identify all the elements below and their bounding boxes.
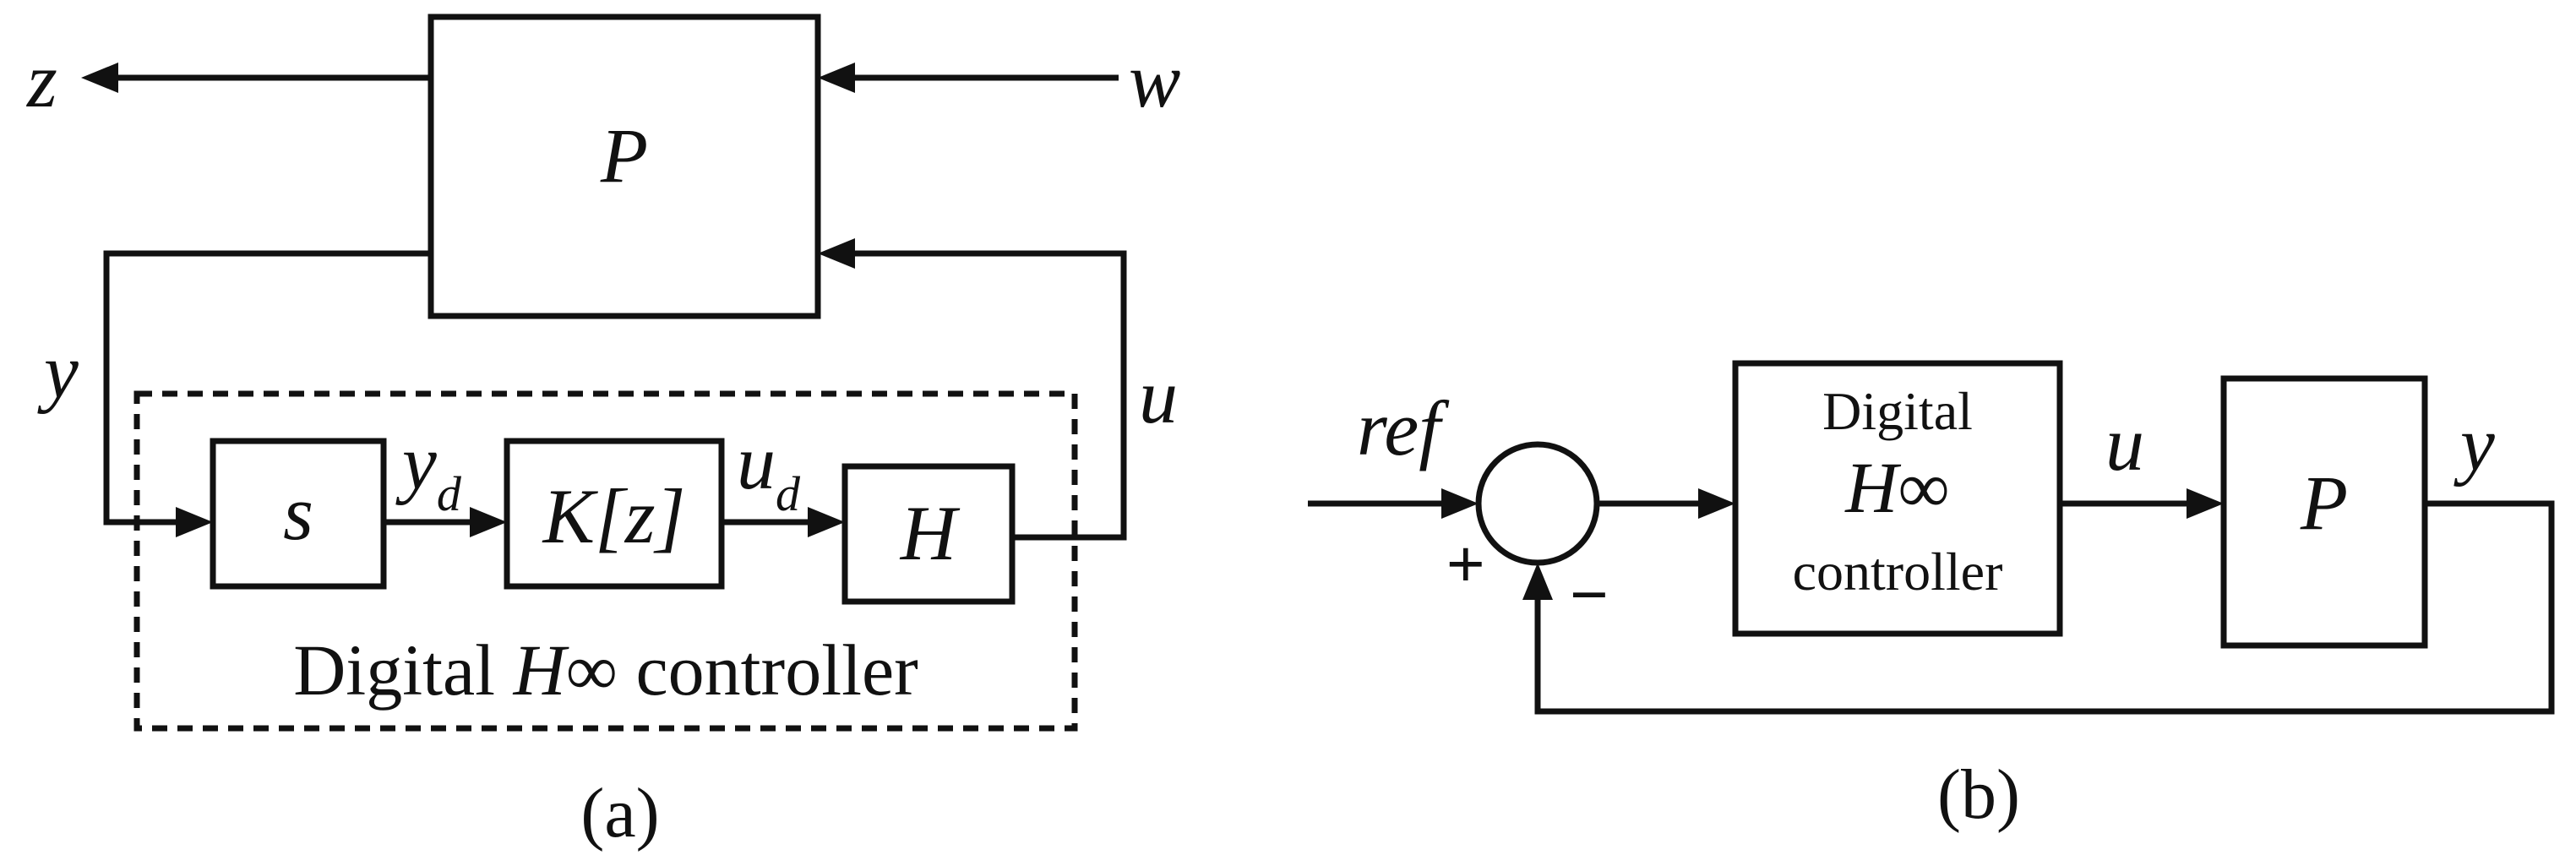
discrete-controller-block [504, 438, 725, 590]
y-signal-label-b: y [2453, 400, 2495, 487]
feedback-path [1534, 500, 2555, 715]
group-label-inf: ∞ [566, 629, 618, 711]
plant-block-a [428, 14, 821, 319]
diagram-a: P z w y u s yd K[z] ud H [25, 14, 1180, 852]
u-signal-arrowhead [818, 238, 855, 269]
digital-controller-block-b [1732, 360, 2063, 637]
ref-input-arrowhead [1441, 488, 1479, 519]
yd-signal-arrowhead [470, 507, 507, 537]
plus-sign: + [1446, 526, 1485, 601]
group-label-suffix: controller [618, 629, 918, 711]
plant-label-a: P [600, 112, 648, 199]
controller-inf: ∞ [1898, 447, 1949, 528]
controller-line3: controller [1793, 542, 2003, 602]
discrete-controller-label: K[z] [542, 473, 686, 559]
controller-line2: H∞ [1844, 447, 1949, 528]
plant-label-b: P [2300, 460, 2348, 546]
ud-base: u [737, 419, 776, 505]
digital-controller-group [133, 390, 1078, 732]
caption-b: (b) [1937, 755, 2020, 834]
controller-h: H [1844, 447, 1901, 528]
digital-controller-group-label: Digital H∞ controller [293, 629, 918, 711]
z-output-label: z [25, 37, 57, 123]
ud-signal-arrowhead [808, 507, 845, 537]
yd-base: y [395, 419, 437, 505]
yd-subscript: d [437, 466, 462, 521]
u-signal-label: u [1139, 353, 1178, 439]
z-output-arrowhead [81, 63, 118, 93]
ud-signal-label: ud [737, 419, 801, 521]
controller-line1: Digital [1822, 381, 1973, 441]
feedback-arrowhead [1522, 563, 1553, 600]
caption-a: (a) [580, 774, 659, 852]
minus-sign: − [1570, 557, 1609, 631]
hold-label: H [900, 490, 961, 576]
y-signal-arrowhead [176, 507, 213, 537]
group-label-h: H [513, 629, 569, 711]
group-label-prefix: Digital [293, 629, 513, 711]
u-signal-arrowhead-b [2187, 488, 2224, 519]
sampler-label: s [283, 470, 313, 556]
y-signal-label: y [37, 328, 79, 414]
error-signal-arrowhead [1698, 488, 1735, 519]
sampler-block [210, 438, 387, 590]
u-signal-label-b: u [2105, 400, 2144, 487]
plant-block-b [2220, 375, 2428, 649]
y-signal-path [103, 250, 431, 526]
hold-block [841, 463, 1016, 605]
summing-junction [1475, 441, 1600, 566]
ud-subscript: d [776, 466, 801, 521]
yd-signal-label: yd [395, 419, 462, 521]
reference-label: ref [1357, 385, 1450, 471]
u-signal-path [836, 250, 1127, 541]
w-input-label: w [1129, 37, 1180, 123]
w-input-arrowhead [818, 63, 855, 93]
diagram-b: ref + − Digital H∞ controller u P y (b) [1308, 360, 2555, 834]
